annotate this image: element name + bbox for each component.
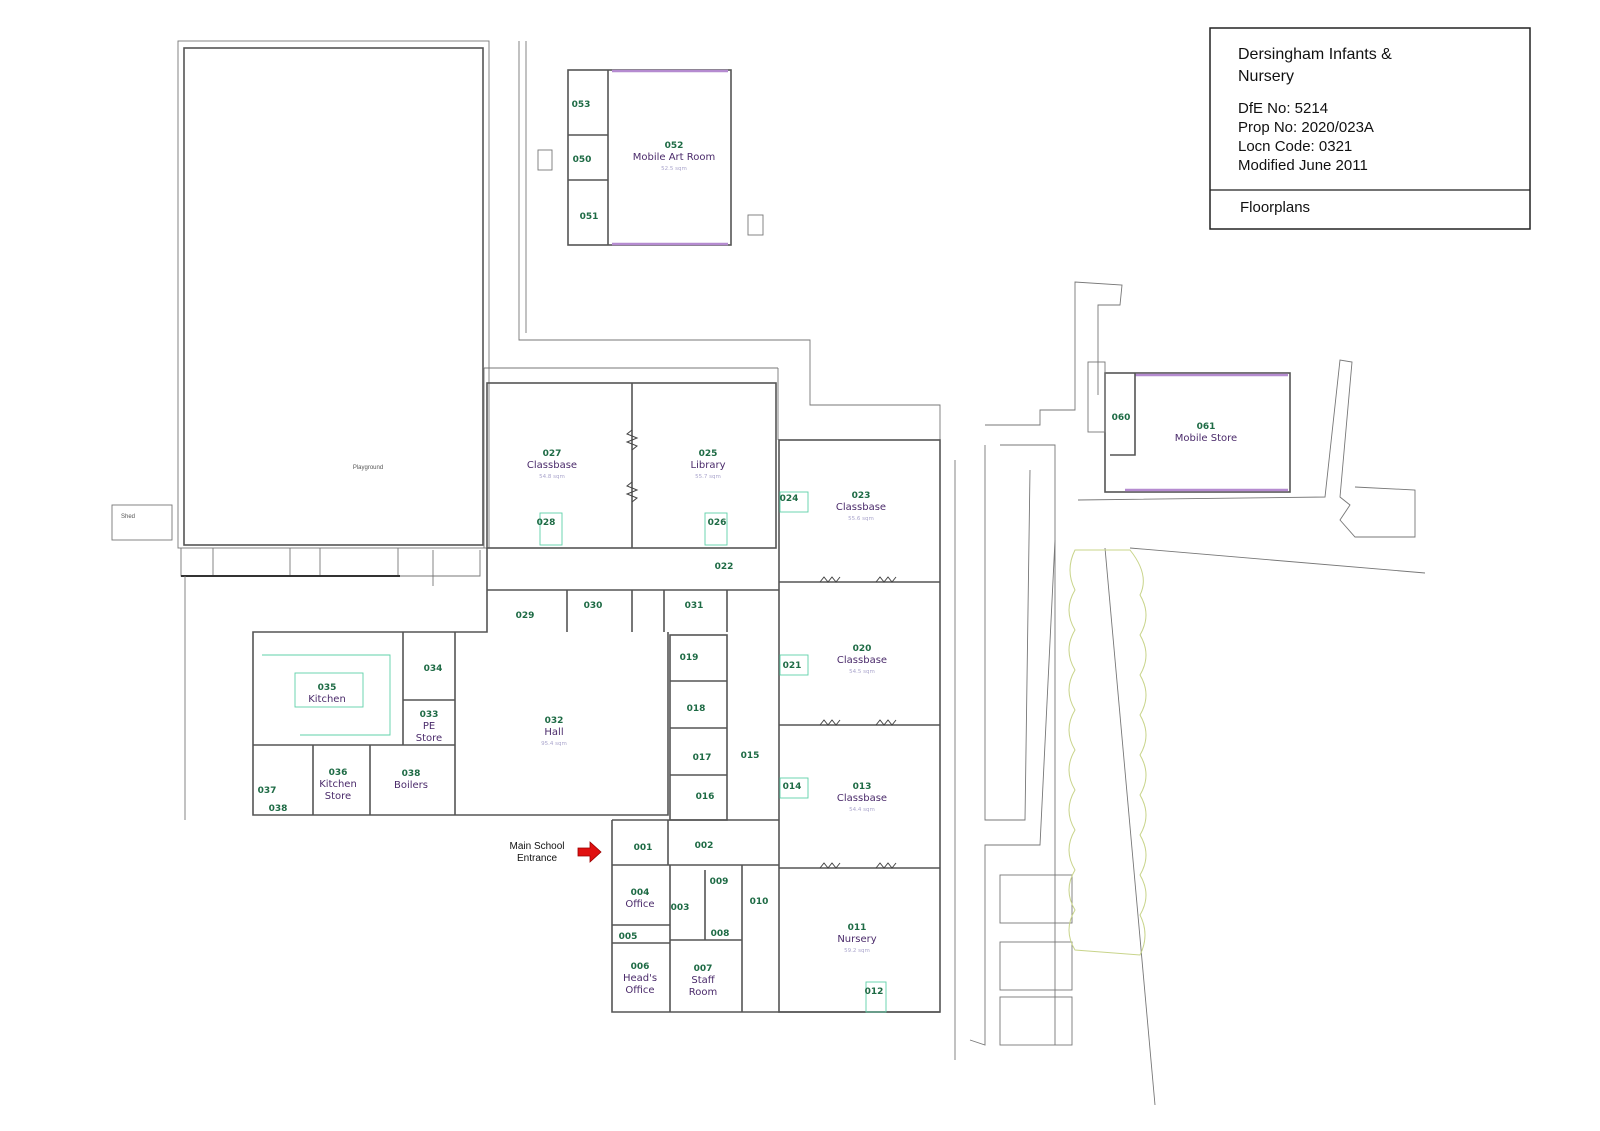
playground-label: Playground bbox=[353, 465, 383, 471]
school-name-2: Nursery bbox=[1238, 68, 1294, 85]
room-number: 017 bbox=[693, 753, 712, 763]
title-block: Dersingham Infants & Nursery DfE No: 521… bbox=[1209, 27, 1531, 230]
room-area: 54.4 sqm bbox=[849, 807, 875, 813]
room-number: 052 bbox=[665, 141, 684, 151]
room-number: 013 bbox=[853, 782, 872, 792]
room-number: 010 bbox=[750, 897, 769, 907]
main-building bbox=[252, 367, 941, 1013]
room-area: 55.7 sqm bbox=[695, 474, 721, 480]
entrance-label: Main School bbox=[509, 841, 564, 852]
room-area: 55.6 sqm bbox=[848, 516, 874, 522]
room-name: Store bbox=[325, 791, 351, 802]
room-number: 024 bbox=[780, 494, 799, 504]
room-number: 060 bbox=[1112, 413, 1131, 423]
room-number: 003 bbox=[671, 903, 690, 913]
shed-label: Shed bbox=[121, 514, 135, 520]
room-number: 034 bbox=[424, 664, 443, 674]
room-number: 021 bbox=[783, 661, 802, 671]
room-name: Nursery bbox=[837, 934, 876, 945]
room-number: 053 bbox=[572, 100, 591, 110]
room-number: 018 bbox=[687, 704, 706, 714]
room-number: 033 bbox=[420, 710, 439, 720]
room-name: Hall bbox=[544, 727, 563, 738]
room-area: 52.5 sqm bbox=[661, 166, 687, 172]
room-number: 004 bbox=[631, 888, 650, 898]
room-number: 008 bbox=[711, 929, 730, 939]
room-number: 007 bbox=[694, 964, 713, 974]
room-name: Mobile Art Room bbox=[633, 152, 716, 163]
room-number: 027 bbox=[543, 449, 562, 459]
room-name: Classbase bbox=[837, 793, 887, 804]
room-number: 036 bbox=[329, 768, 348, 778]
room-number: 011 bbox=[848, 923, 867, 933]
room-number: 012 bbox=[865, 987, 884, 997]
sheet-title: Floorplans bbox=[1240, 199, 1310, 216]
room-number: 014 bbox=[783, 782, 802, 792]
room-name: Kitchen bbox=[319, 779, 357, 790]
tree-line bbox=[1068, 549, 1147, 956]
room-number: 032 bbox=[545, 716, 564, 726]
room-name: Head's bbox=[623, 973, 657, 984]
room-number: 016 bbox=[696, 792, 715, 802]
room-area: 59.2 sqm bbox=[844, 948, 870, 954]
room-area: 95.4 sqm bbox=[541, 741, 567, 747]
room-name: Office bbox=[625, 899, 654, 910]
room-number: 061 bbox=[1197, 422, 1216, 432]
room-number: 038 bbox=[269, 804, 288, 814]
room-number: 015 bbox=[741, 751, 760, 761]
room-number: 001 bbox=[634, 843, 653, 853]
room-number: 002 bbox=[695, 841, 714, 851]
dfe-number: DfE No: 5214 bbox=[1238, 100, 1328, 117]
room-name: Room bbox=[689, 987, 717, 998]
room-name: Library bbox=[691, 460, 726, 471]
room-number: 023 bbox=[852, 491, 871, 501]
room-number: 006 bbox=[631, 962, 650, 972]
modified-date: Modified June 2011 bbox=[1238, 157, 1368, 174]
property-number: Prop No: 2020/023A bbox=[1238, 119, 1374, 136]
room-number: 009 bbox=[710, 877, 729, 887]
room-number: 038 bbox=[402, 769, 421, 779]
room-name: Classbase bbox=[527, 460, 577, 471]
room-name: Mobile Store bbox=[1175, 433, 1237, 444]
room-number: 019 bbox=[680, 653, 699, 663]
room-name: Boilers bbox=[394, 780, 428, 791]
main-entrance: Main School Entrance bbox=[509, 841, 602, 864]
room-name: Kitchen bbox=[308, 694, 346, 705]
entrance-label-2: Entrance bbox=[517, 853, 557, 864]
room-name: PE bbox=[423, 721, 435, 732]
mobile-art-room-building bbox=[537, 69, 764, 246]
site-outline: Playground Shed bbox=[111, 40, 1426, 1106]
room-number: 020 bbox=[853, 644, 872, 654]
school-name: Dersingham Infants & bbox=[1238, 46, 1392, 63]
room-number: 051 bbox=[580, 212, 599, 222]
room-name: Classbase bbox=[837, 655, 887, 666]
room-area: 54.5 sqm bbox=[849, 669, 875, 675]
entrance-arrow-icon bbox=[577, 841, 602, 863]
room-number: 026 bbox=[708, 518, 727, 528]
room-number: 028 bbox=[537, 518, 556, 528]
room-number: 029 bbox=[516, 611, 535, 621]
room-number: 037 bbox=[258, 786, 277, 796]
room-number: 022 bbox=[715, 562, 734, 572]
room-number: 005 bbox=[619, 932, 638, 942]
room-area: 54.8 sqm bbox=[539, 474, 565, 480]
room-name: Office bbox=[625, 985, 654, 996]
room-name: Store bbox=[416, 733, 442, 744]
room-number: 031 bbox=[685, 601, 704, 611]
location-code: Locn Code: 0321 bbox=[1238, 138, 1352, 155]
room-name: Classbase bbox=[836, 502, 886, 513]
room-number: 050 bbox=[573, 155, 592, 165]
room-number: 030 bbox=[584, 601, 603, 611]
room-name: Staff bbox=[691, 975, 715, 986]
room-number: 025 bbox=[699, 449, 718, 459]
mobile-store-building bbox=[1087, 361, 1291, 493]
room-number: 035 bbox=[318, 683, 337, 693]
